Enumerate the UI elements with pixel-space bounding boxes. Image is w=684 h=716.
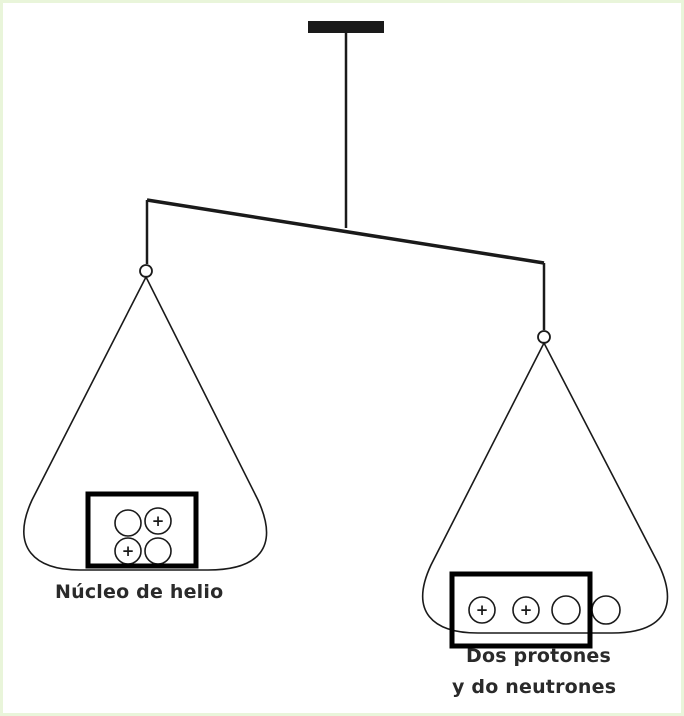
neutron-circle	[592, 596, 620, 624]
neutron-circle	[115, 510, 141, 536]
left-highlight-box	[88, 494, 196, 566]
hanger-bar	[308, 21, 384, 33]
helium-nucleus-label: Núcleo de helio	[55, 581, 223, 603]
separate-nucleons: + +	[469, 596, 620, 624]
neutron-circle	[145, 538, 171, 564]
helium-nucleus: + +	[115, 508, 171, 564]
left-pivot-ring	[140, 265, 152, 277]
plus-sign: +	[476, 601, 489, 619]
right-pivot-ring	[538, 331, 550, 343]
nucleons-label-line-2: y do neutrones	[452, 676, 616, 698]
plus-sign: +	[122, 542, 135, 560]
neutron-circle	[552, 596, 580, 624]
plus-sign: +	[152, 512, 165, 530]
right-pan	[423, 343, 668, 633]
plus-sign: +	[520, 601, 533, 619]
nucleons-label-line-1: Dos protones	[466, 645, 611, 667]
